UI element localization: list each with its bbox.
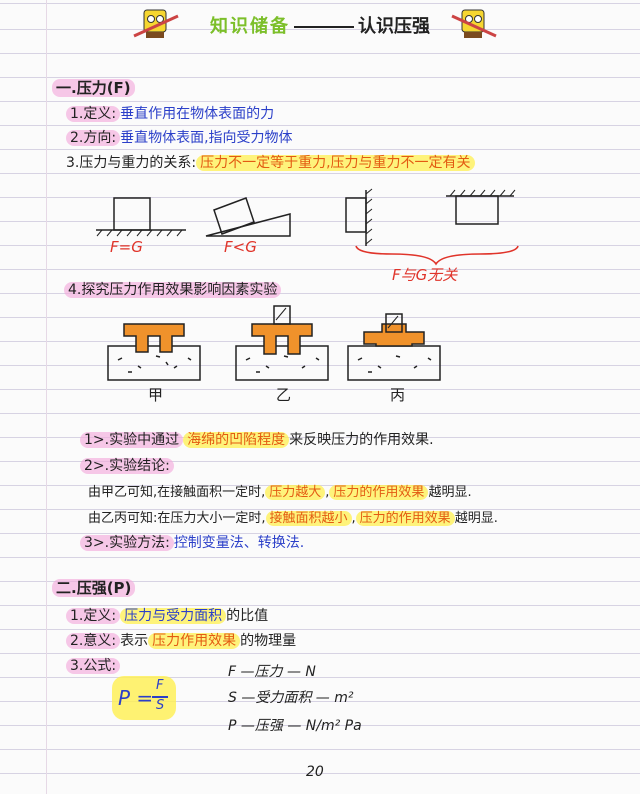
label-f-equals-g: F=G (110, 238, 143, 256)
experiment-point-2: 2>.实验结论: (80, 456, 174, 476)
brace-icon (355, 245, 519, 266)
experiment-bing-figure (347, 313, 441, 381)
formula-box: P = F S (112, 676, 176, 720)
pressure-gravity-relation: 3.压力与重力的关系:压力不一定等于重力,压力与重力不一定有关 (66, 153, 475, 173)
legend-p: P —压强 — N/m² Pa (228, 718, 362, 734)
section1-heading: 一.压力(F) (52, 78, 135, 98)
pressure-intensity-meaning: 2.意义:表示压力作用效果的物理量 (66, 631, 296, 651)
label-bing: 丙 (390, 386, 406, 404)
section2-heading: 二.压强(P) (52, 578, 136, 598)
label-jia: 甲 (148, 386, 164, 404)
label-yi: 乙 (276, 386, 292, 404)
experiment-yi-figure (235, 305, 329, 381)
experiment-jia-figure (107, 323, 201, 381)
formula-label: 3.公式: (66, 656, 121, 676)
conclusion-2: 由乙丙可知:在压力大小一定时,接触面积越小,压力的作用效果越明显. (88, 511, 498, 526)
page-title: 知识储备 认识压强 (0, 12, 640, 38)
pressure-definition: 1.定义:垂直作用在物体表面的力 (66, 104, 274, 124)
label-f-g-unrelated: F与G无关 (392, 266, 458, 284)
diagram-flat-block (96, 197, 186, 237)
experiment-point-3: 3>.实验方法:控制变量法、转换法. (80, 533, 304, 553)
mascot-right-icon (451, 9, 497, 38)
diagram-wall-block (345, 188, 373, 246)
experiment-point-1: 1>.实验中通过海绵的凹陷程度来反映压力的作用效果. (80, 430, 434, 450)
experiment-heading: 4.探究压力作用效果影响因素实验 (64, 280, 282, 300)
title-left: 知识储备 (210, 16, 290, 37)
pressure-intensity-definition: 1.定义:压力与受力面积的比值 (66, 606, 268, 626)
diagram-incline-block (205, 197, 291, 237)
label-f-less-g: F<G (224, 238, 257, 256)
diagram-ceiling-block (446, 189, 516, 225)
title-right: 认识压强 (358, 16, 430, 37)
mascot-left-icon (133, 9, 179, 38)
legend-s: S —受力面积 — m² (228, 690, 354, 706)
margin-line (46, 0, 47, 794)
conclusion-1: 由甲乙可知,在接触面积一定时,压力越大,压力的作用效果越明显. (88, 485, 472, 500)
legend-f: F —压力 — N (228, 664, 316, 680)
pressure-direction: 2.方向:垂直物体表面,指向受力物体 (66, 128, 293, 148)
page-number: 20 (306, 764, 324, 780)
